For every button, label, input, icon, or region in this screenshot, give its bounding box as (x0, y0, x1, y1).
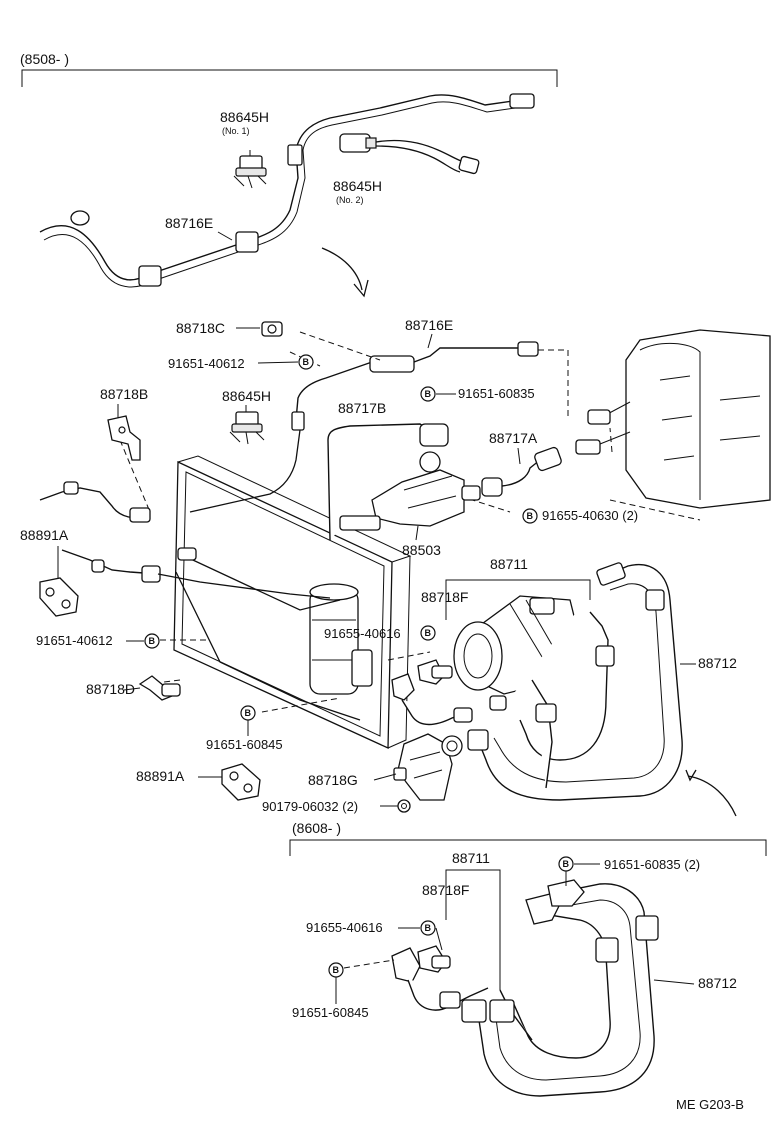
label-88718C: 88718C (176, 320, 225, 336)
svg-text:B: B (425, 923, 432, 933)
main-assembly: B B B B B B 88718C 88716E 91651-40612 88… (20, 317, 771, 817)
pressure-switch-mid (229, 411, 265, 445)
label-88716E-mid: 88716E (405, 317, 453, 333)
svg-text:B: B (303, 357, 310, 367)
label-88712-b: 88712 (698, 975, 737, 991)
section-label-top: (8508- ) (20, 51, 69, 67)
connection-dashes (119, 331, 701, 713)
hoses-88712-mid (467, 562, 683, 801)
label-88891A-a: 88891A (20, 527, 69, 543)
bolt-marks-bottom: B B B (328, 856, 574, 978)
svg-text:B: B (425, 628, 432, 638)
label-88718D: 88718D (86, 681, 135, 697)
label-91651-60845-a: 91651-60845 (206, 737, 283, 752)
arrow-to-bottom (685, 769, 737, 817)
label-88711-a: 88711 (490, 556, 528, 572)
bracket-88718F-bottom (417, 945, 451, 973)
svg-text:B: B (527, 511, 534, 521)
label-91651-60835-a: 91651-60835 (458, 386, 535, 401)
left-pipes (39, 481, 361, 721)
label-91651-60845-b: 91651-60845 (292, 1005, 369, 1020)
label-88645H-no1-sub: (No. 1) (222, 126, 250, 136)
label-88645H-mid: 88645H (222, 388, 271, 404)
label-91655-40630: 91655-40630 (2) (542, 508, 638, 523)
hoses-88712-bottom (461, 879, 659, 1097)
bracket-88718C (261, 321, 283, 337)
cushion-88891A-a (39, 577, 79, 617)
label-88718B: 88718B (100, 386, 148, 402)
discharge-block-bottom (391, 947, 489, 1011)
evaporator-unit (575, 329, 771, 509)
label-88645H-no1: 88645H (220, 109, 269, 125)
bracket-88718B (107, 415, 141, 461)
label-88645H-no2: 88645H (333, 178, 382, 194)
label-88718F-b: 88718F (422, 882, 469, 898)
label-91655-40616-a: 91655-40616 (324, 626, 401, 641)
receiver-drier (309, 583, 373, 695)
arrow-top-to-middle (321, 247, 369, 298)
label-91651-60835-b: 91651-60835 (2) (604, 857, 700, 872)
bolt-marks-mid: B B B B B B (144, 354, 538, 721)
svg-text:B: B (425, 389, 432, 399)
bracket-88718G (393, 733, 463, 801)
label-88717B: 88717B (338, 400, 386, 416)
svg-text:B: B (245, 708, 252, 718)
label-88645H-no2-sub: (No. 2) (336, 195, 364, 205)
pipe-88717B (327, 423, 449, 541)
discharge-line (391, 673, 473, 726)
label-90179-06032: 90179-06032 (2) (262, 799, 358, 814)
label-88711-b: 88711 (452, 850, 490, 866)
section-bracket-bottom (289, 839, 767, 856)
cushion-88891A-b (221, 763, 261, 801)
label-88891A-b: 88891A (136, 768, 185, 784)
expansion-valve (339, 451, 481, 531)
label-88503: 88503 (402, 542, 441, 558)
label-91651-40612-a: 91651-40612 (168, 356, 245, 371)
svg-text:B: B (149, 636, 156, 646)
svg-text:B: B (333, 965, 340, 975)
bottom-section: (8608- ) B B (289, 820, 767, 1097)
label-88717A: 88717A (489, 430, 538, 446)
label-88718G: 88718G (308, 772, 358, 788)
top-section: (8508- ) 88645H (No (20, 51, 558, 298)
section-label-bottom: (8608- ) (292, 820, 341, 836)
pipe-88716E-top (39, 93, 535, 288)
section-bracket-top (21, 69, 558, 87)
label-88718F-a: 88718F (421, 589, 468, 605)
bracket-88718D (138, 675, 181, 701)
label-88716E-top: 88716E (165, 215, 213, 231)
label-91651-40612-b: 91651-40612 (36, 633, 113, 648)
bracket-88718F-mid (417, 659, 453, 685)
pipe-88717A (481, 446, 562, 497)
label-88712-a: 88712 (698, 655, 737, 671)
pressure-switch-no2 (339, 133, 480, 175)
svg-text:B: B (563, 859, 570, 869)
pipe-88716E-mid (189, 341, 539, 513)
pressure-switch-no1 (233, 150, 267, 189)
nut-90179 (397, 799, 411, 813)
figure-code: ME G203-B (676, 1097, 744, 1112)
label-91655-40616-b: 91655-40616 (306, 920, 383, 935)
